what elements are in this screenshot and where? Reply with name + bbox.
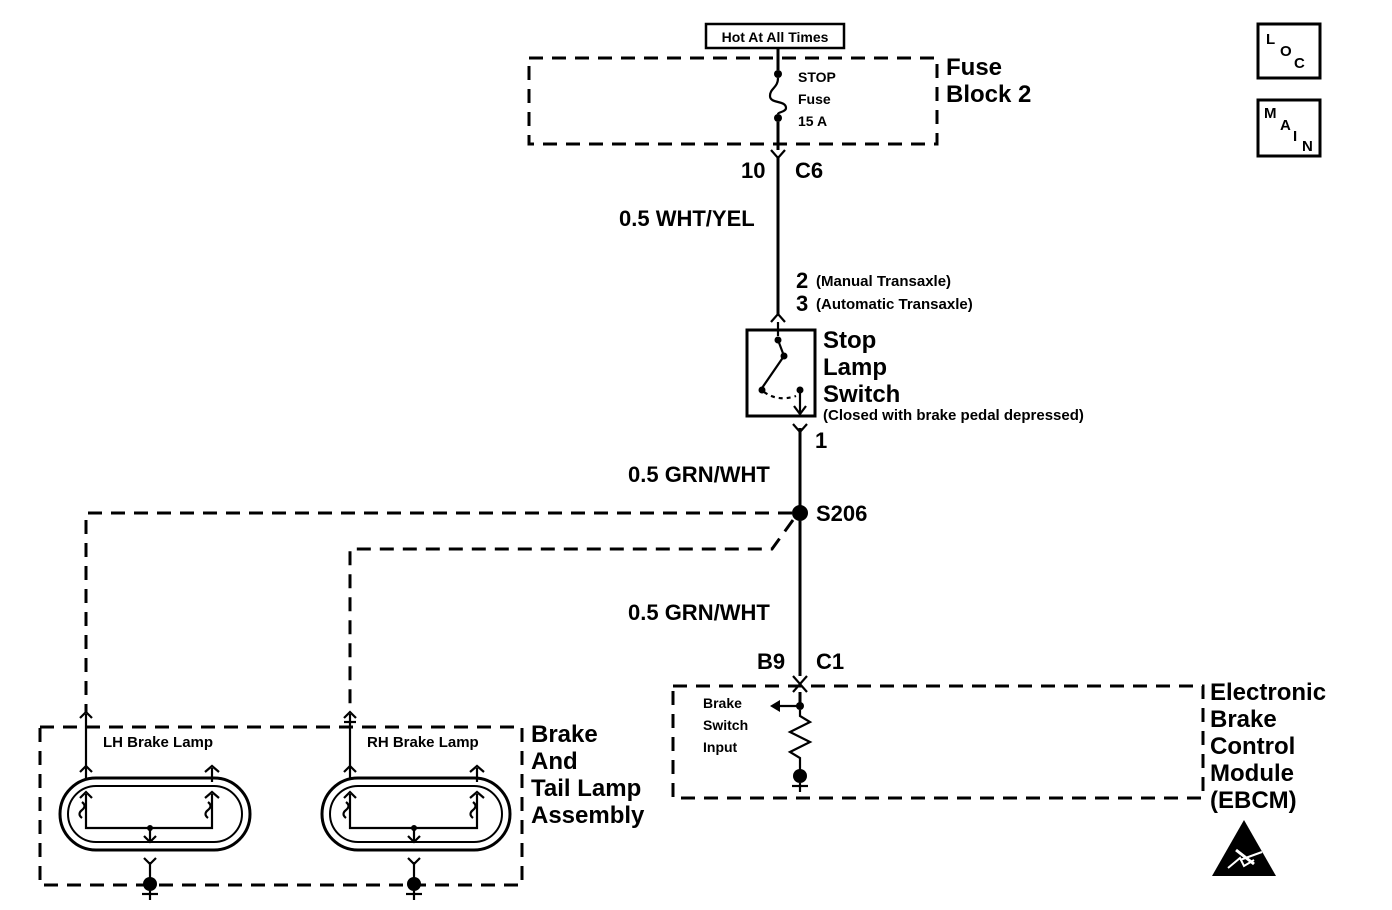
c1-connector-label: C1 bbox=[816, 649, 844, 674]
ebcm-input-line1: Brake bbox=[703, 695, 742, 711]
main-icon[interactable]: M A I N bbox=[1256, 98, 1322, 158]
wire-grn-wht-lower-label: 0.5 GRN/WHT bbox=[628, 600, 770, 625]
ebcm-name-line3: Control bbox=[1210, 733, 1295, 760]
ebcm-name-line4: Module bbox=[1210, 760, 1294, 787]
main-icon-i: I bbox=[1293, 128, 1297, 145]
fuse-block-name-line2: Block 2 bbox=[946, 81, 1031, 108]
ebcm-name-line5: (EBCM) bbox=[1210, 787, 1297, 814]
loc-icon-o: O bbox=[1280, 43, 1292, 60]
lamp-assembly-outline bbox=[38, 725, 524, 887]
dashed-branch-lh bbox=[84, 511, 792, 712]
c6-connector-label: C6 bbox=[795, 158, 823, 183]
ebcm-input-line2: Switch bbox=[703, 717, 748, 733]
main-icon-n: N bbox=[1302, 138, 1313, 155]
lamp-assembly-name-line3: Tail Lamp bbox=[531, 775, 641, 802]
switch-pin-manual-number: 2 bbox=[796, 268, 808, 293]
fuse-word: Fuse bbox=[798, 91, 831, 107]
switch-name-line2: Lamp bbox=[823, 354, 887, 381]
switch-pin-manual-text: (Manual Transaxle) bbox=[816, 273, 951, 290]
ebcm-name-line1: Electronic bbox=[1210, 679, 1326, 706]
stop-fuse bbox=[768, 48, 788, 150]
main-icon-m: M bbox=[1264, 105, 1277, 122]
hot-at-all-times-label: Hot At All Times bbox=[722, 29, 829, 45]
lamp-assembly-name-line4: Assembly bbox=[531, 802, 645, 829]
lamp-assembly-name-line2: And bbox=[531, 748, 578, 775]
splice-s206 bbox=[792, 505, 808, 521]
ebcm-outline bbox=[671, 684, 1205, 800]
c1-connector-symbol-lower bbox=[792, 682, 808, 693]
ebcm-input-circuit bbox=[770, 692, 813, 792]
fuse-name: STOP bbox=[798, 69, 836, 85]
esd-warning-icon bbox=[1212, 820, 1276, 876]
hot-at-all-times-box: Hot At All Times bbox=[704, 22, 846, 50]
stop-lamp-switch bbox=[745, 322, 817, 418]
main-icon-a: A bbox=[1280, 117, 1291, 134]
loc-icon-c: C bbox=[1294, 55, 1305, 72]
lamp-assembly-name-line1: Brake bbox=[531, 721, 598, 748]
switch-name-line3: Switch bbox=[823, 381, 900, 408]
ebcm-name-line2: Brake bbox=[1210, 706, 1277, 733]
ebcm-input-line3: Input bbox=[703, 739, 738, 755]
fuse-block-outline bbox=[527, 56, 939, 146]
switch-name-line1: Stop bbox=[823, 327, 876, 354]
wire-wht-yel-label: 0.5 WHT/YEL bbox=[619, 206, 755, 231]
loc-icon[interactable]: L O C bbox=[1256, 22, 1322, 80]
rh-brake-lamp-label: RH Brake Lamp bbox=[367, 734, 479, 751]
lh-brake-lamp bbox=[58, 710, 252, 900]
switch-pin-auto-number: 3 bbox=[796, 291, 808, 316]
switch-input-connector-symbol bbox=[770, 312, 786, 323]
loc-icon-l: L bbox=[1266, 31, 1275, 48]
fuse-block-name-line1: Fuse bbox=[946, 54, 1002, 81]
c6-pin-number: 10 bbox=[741, 158, 765, 183]
lh-brake-lamp-label: LH Brake Lamp bbox=[103, 734, 213, 751]
switch-pin-auto-text: (Automatic Transaxle) bbox=[816, 296, 973, 313]
rh-brake-lamp bbox=[320, 710, 512, 900]
fuse-rating: 15 A bbox=[798, 113, 827, 129]
switch-output-pin: 1 bbox=[815, 428, 827, 453]
dashed-branch-rh bbox=[348, 519, 795, 712]
wire-grn-wht-upper-label: 0.5 GRN/WHT bbox=[628, 462, 770, 487]
switch-note: (Closed with brake pedal depressed) bbox=[823, 407, 1084, 424]
c1-pin-number: B9 bbox=[757, 649, 785, 674]
splice-s206-label: S206 bbox=[816, 501, 867, 526]
